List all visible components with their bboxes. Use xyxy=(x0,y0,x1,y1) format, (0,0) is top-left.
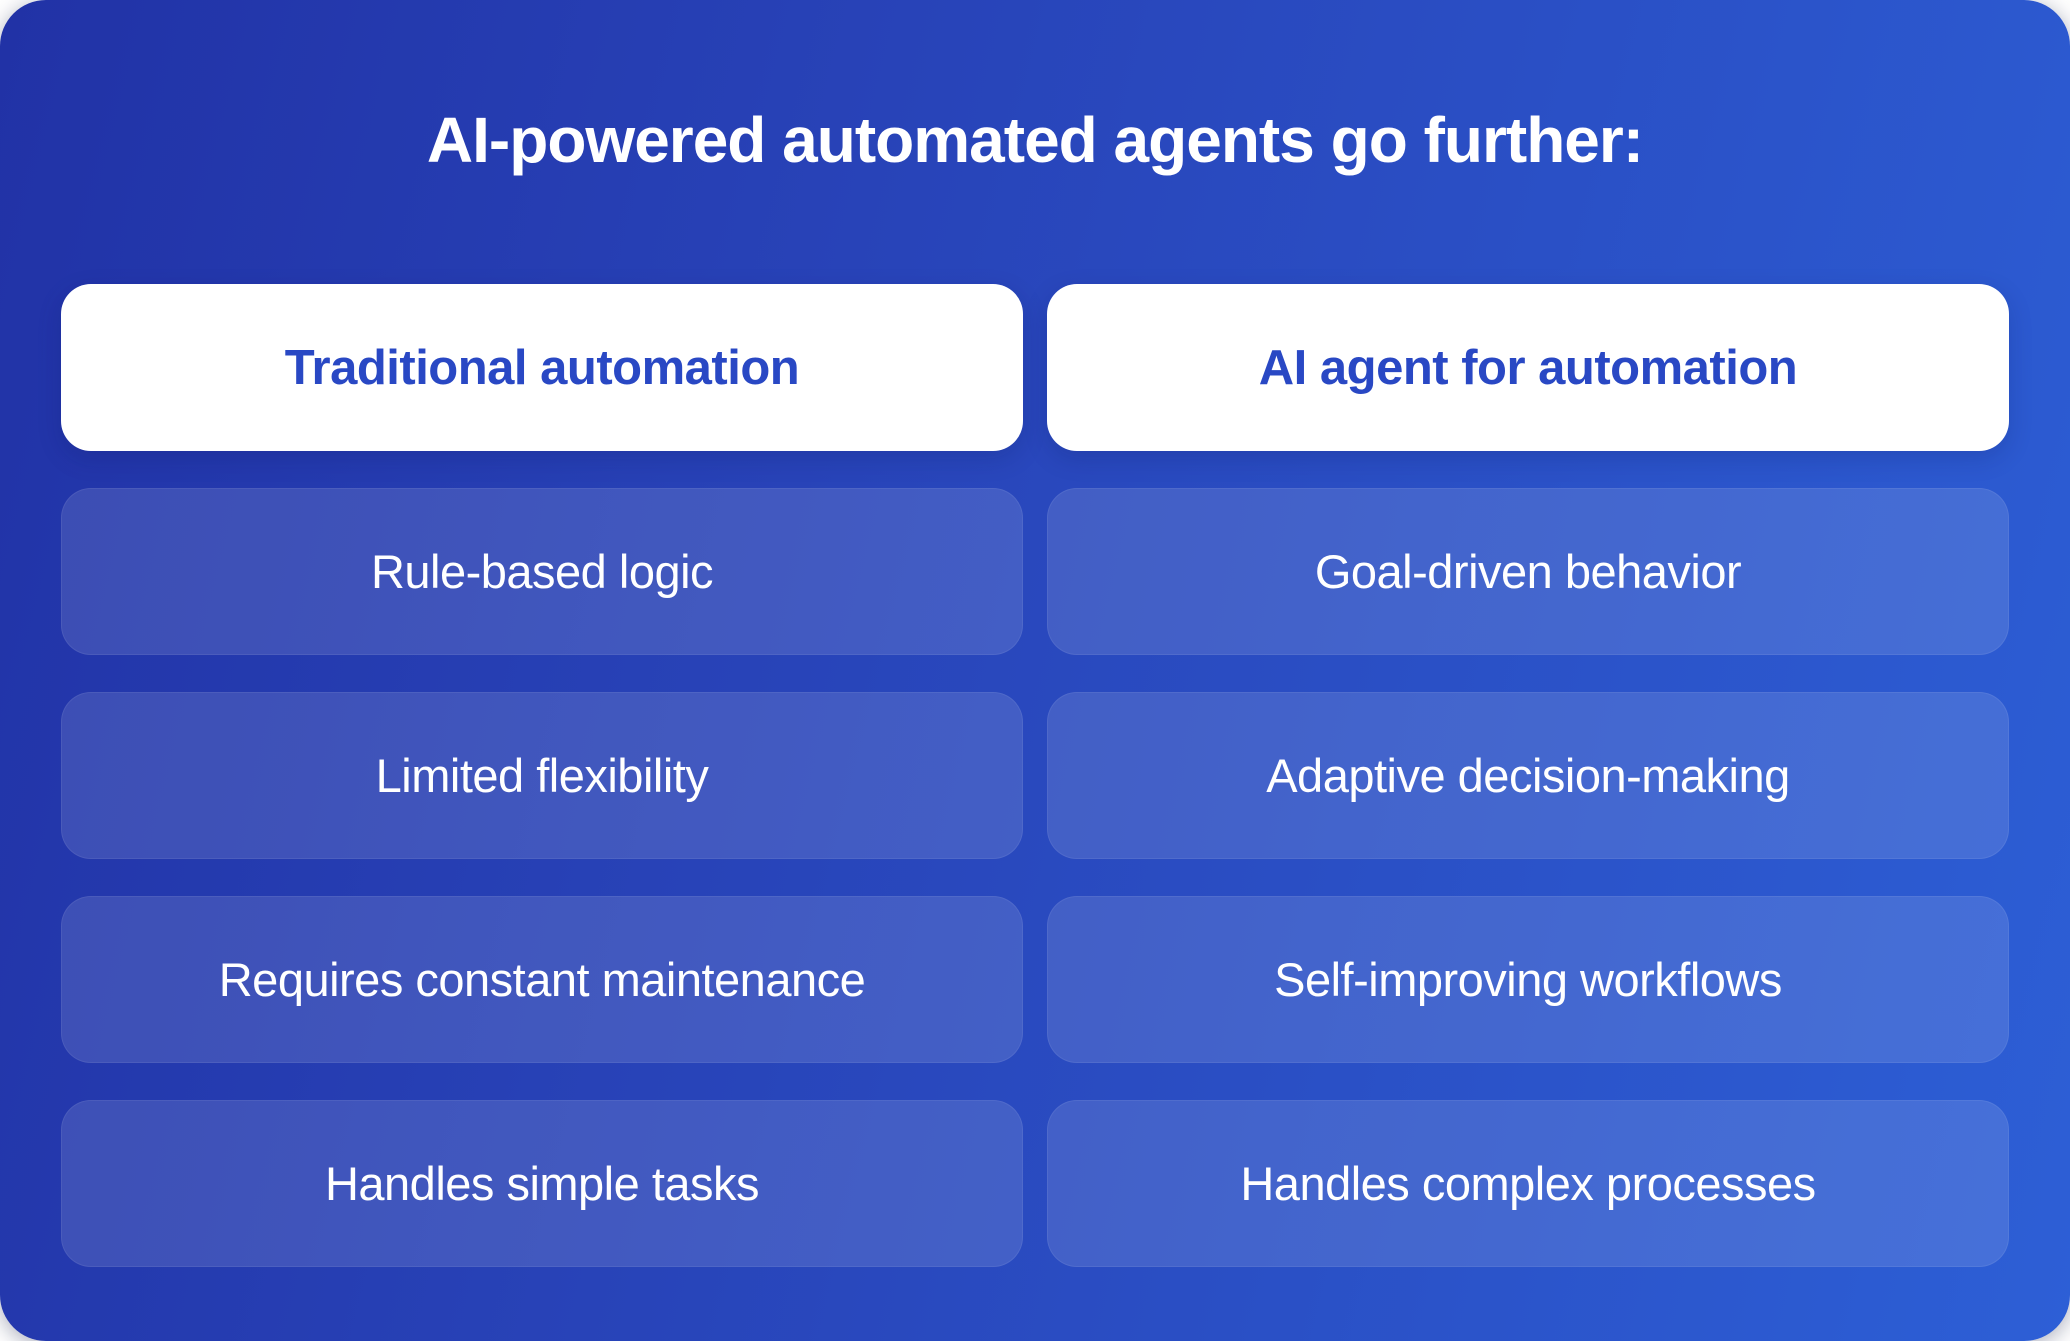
cell-label: Rule-based logic xyxy=(370,545,714,598)
cell-handles-simple-tasks: Handles simple tasks xyxy=(61,1100,1023,1267)
cell-requires-constant-maintenance: Requires constant maintenance xyxy=(61,896,1023,1063)
cell-self-improving-workflows: Self-improving workflows xyxy=(1047,896,2009,1063)
column-header-label: AI agent for automation xyxy=(1258,340,1798,395)
column-header-label: Traditional automation xyxy=(284,340,800,395)
cell-label: Self-improving workflows xyxy=(1274,953,1782,1006)
cell-label: Requires constant maintenance xyxy=(218,953,866,1006)
column-header-ai-agent-for-automation: AI agent for automation xyxy=(1047,284,2009,451)
cell-goal-driven-behavior: Goal-driven behavior xyxy=(1047,488,2009,655)
comparison-table: Traditional automation AI agent for auto… xyxy=(61,284,2009,1267)
cell-label: Limited flexibility xyxy=(375,749,709,802)
column-header-traditional-automation: Traditional automation xyxy=(61,284,1023,451)
cell-label: Adaptive decision-making xyxy=(1266,749,1790,802)
cell-limited-flexibility: Limited flexibility xyxy=(61,692,1023,859)
cell-adaptive-decision-making: Adaptive decision-making xyxy=(1047,692,2009,859)
cell-handles-complex-processes: Handles complex processes xyxy=(1047,1100,2009,1267)
cell-rule-based-logic: Rule-based logic xyxy=(61,488,1023,655)
cell-label: Handles simple tasks xyxy=(324,1157,760,1210)
page-title: AI-powered automated agents go further: xyxy=(426,104,1644,176)
cell-label: Goal-driven behavior xyxy=(1314,545,1742,598)
cell-label: Handles complex processes xyxy=(1240,1157,1816,1210)
